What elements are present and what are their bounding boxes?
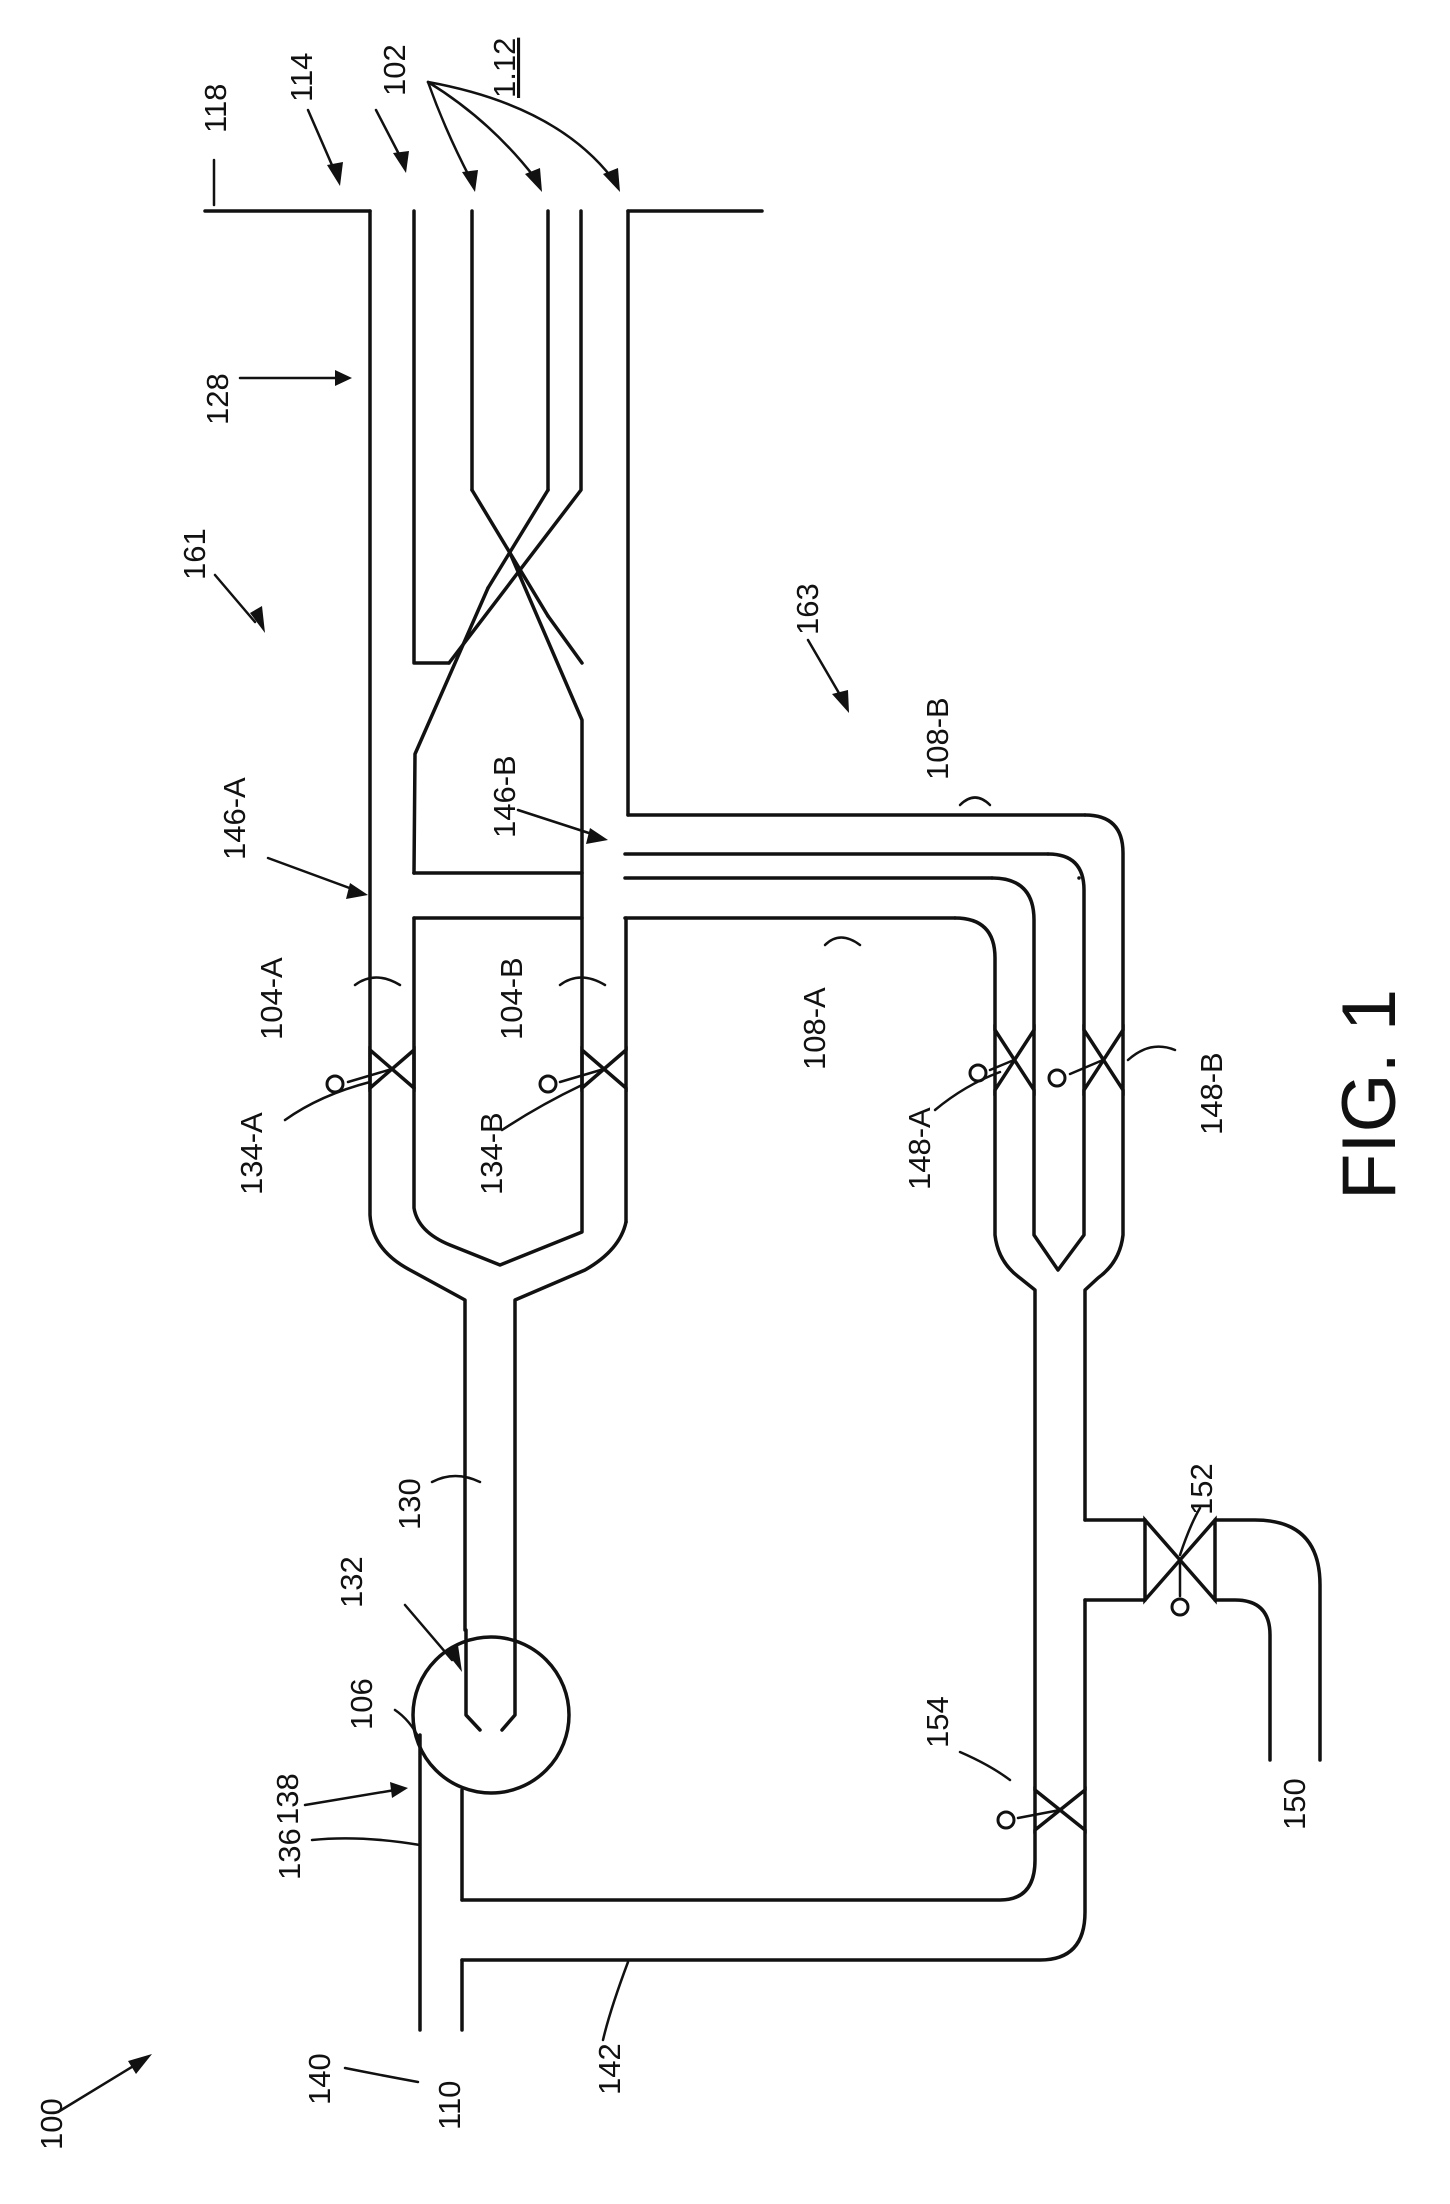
label-136: 136 [272,1828,307,1880]
return-line-142 [462,1830,1085,1960]
label-148b: 148-B [1194,1052,1229,1135]
label-134a: 134-A [234,1112,269,1195]
label-150: 150 [1277,1778,1312,1830]
label-118: 118 [198,84,233,133]
outlet-conduit [420,1735,462,2030]
inner-tubing-strings [414,211,582,1088]
label-163: 163 [790,583,825,635]
label-102: 102 [377,44,412,96]
label-108b: 108-B [920,697,955,780]
label-108a: 108-A [797,987,832,1070]
label-152: 152 [1184,1463,1219,1515]
label-104a: 104-A [254,957,289,1040]
label-154: 154 [920,1696,955,1748]
label-134b: 134-B [474,1112,509,1195]
label-138: 138 [270,1773,305,1825]
label-110: 110 [432,2081,467,2130]
valve-154 [998,1790,1085,1830]
label-142: 142 [592,2043,627,2095]
label-140: 140 [302,2053,337,2105]
main-well-conduit [370,211,1123,1088]
label-132: 132 [334,1556,369,1608]
label-106: 106 [344,1678,379,1730]
branch-to-150 [1085,1520,1320,1760]
label-114: 114 [284,53,319,102]
label-146a: 146-A [217,777,252,860]
valve-148b [1049,1030,1123,1090]
label-112: 1.12 [487,38,522,98]
figure-label: FIG. 1 [1327,989,1412,1200]
label-100: 100 [34,2098,69,2150]
separator-vessel [413,1630,569,1793]
label-146b: 146-B [487,755,522,838]
label-104b: 104-B [494,957,529,1040]
label-148a: 148-A [902,1107,937,1190]
label-128: 128 [200,373,235,425]
valve-134a [327,1050,414,1092]
reference-labels: 100 114 118 102 1.12 128 161 163 146-A 1… [34,38,1312,2150]
label-130: 130 [392,1478,427,1530]
riser-to-154 [995,1090,1123,1790]
label-161: 161 [177,528,212,580]
